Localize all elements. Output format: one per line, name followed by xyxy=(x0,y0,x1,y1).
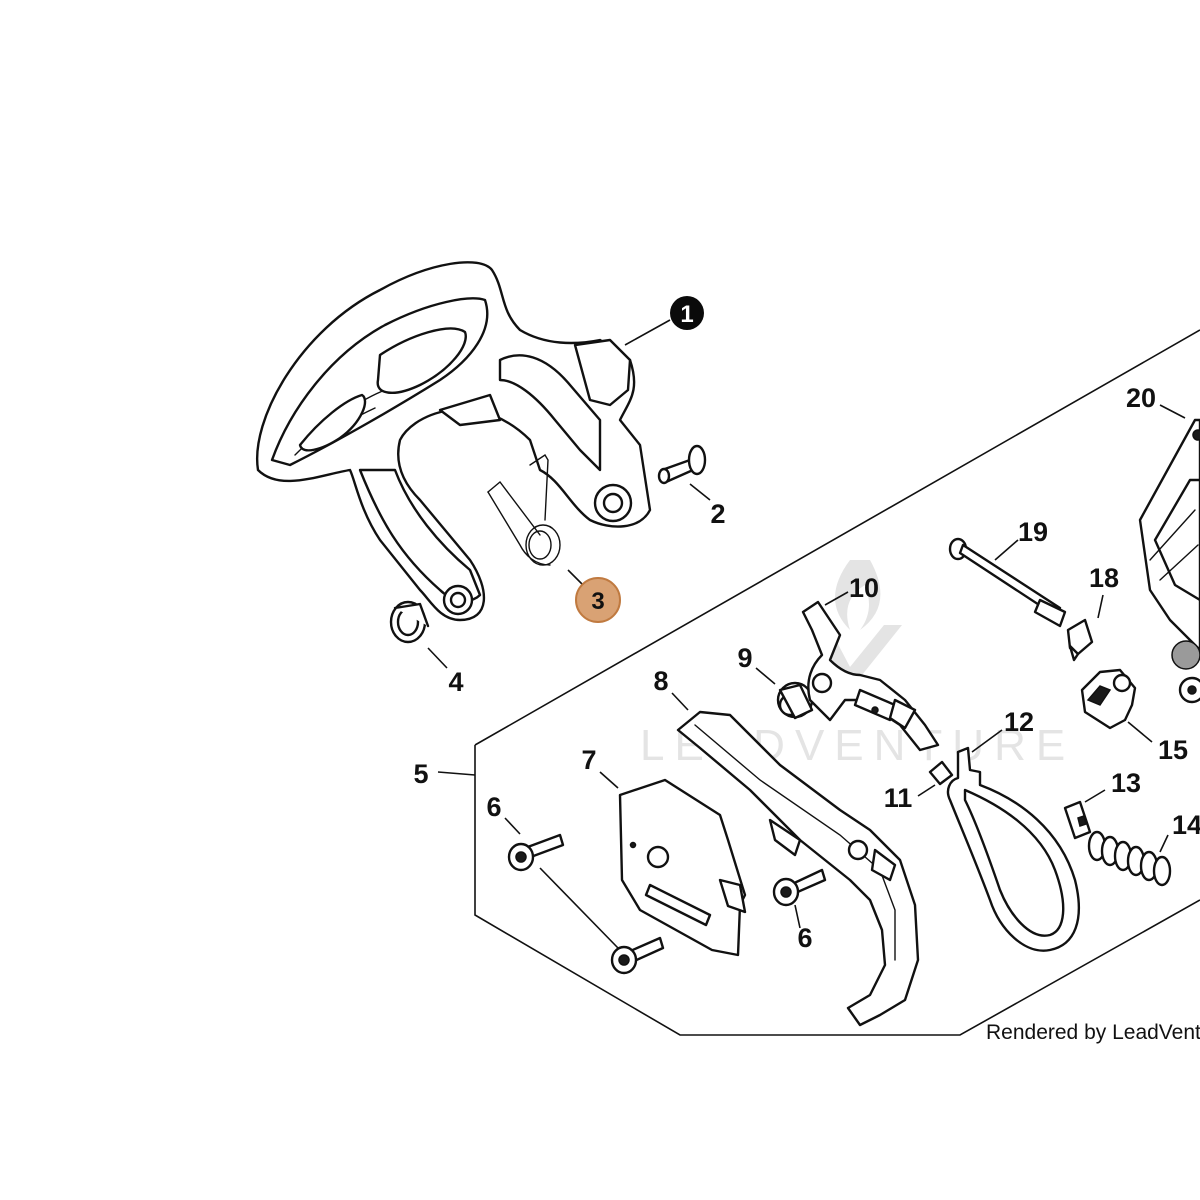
coil-spring-part xyxy=(1087,830,1172,887)
callout-3: 3 xyxy=(575,577,621,623)
callout-15: 15 xyxy=(1158,735,1188,765)
leader-15 xyxy=(1127,721,1153,743)
callout-4: 4 xyxy=(448,667,463,697)
small-pin-part xyxy=(928,760,954,786)
callout-1-disc xyxy=(670,296,704,330)
callout-6-lower: 6 xyxy=(797,923,812,953)
bushing-part xyxy=(389,600,430,644)
brake-band-part xyxy=(946,746,1080,952)
callout-3-highlight xyxy=(575,577,621,623)
leader-5 xyxy=(437,771,476,776)
nut-part xyxy=(1066,618,1094,662)
screw-part-lower xyxy=(610,936,665,975)
callout-5: 5 xyxy=(413,759,428,789)
housing-part xyxy=(1138,418,1200,704)
callout-14: 14 xyxy=(1172,810,1200,840)
callout-12: 12 xyxy=(1004,707,1034,737)
callout-7: 7 xyxy=(581,745,596,775)
footer-credit: Rendered by LeadVenture, xyxy=(986,1021,1200,1044)
callout-13: 13 xyxy=(1111,768,1141,798)
leader-14 xyxy=(1159,834,1169,853)
callout-6-upper: 6 xyxy=(486,792,501,822)
leader-20 xyxy=(1159,404,1186,419)
callout-18: 18 xyxy=(1089,563,1119,593)
callout-2: 2 xyxy=(710,499,725,529)
brake-lever-part xyxy=(801,600,940,752)
callout-20: 20 xyxy=(1126,383,1156,413)
callout-1-label: 1 xyxy=(680,301,693,328)
leader-6a xyxy=(504,817,521,835)
screw-part-middle xyxy=(772,868,827,907)
callout-8: 8 xyxy=(653,666,668,696)
leader-8 xyxy=(671,692,689,711)
leader-7 xyxy=(599,771,619,789)
front-handle xyxy=(255,261,652,622)
callout-1: 1 xyxy=(670,296,704,330)
callout-9: 9 xyxy=(737,643,752,673)
leader-9 xyxy=(755,667,776,685)
guide-part xyxy=(676,710,920,1027)
screw-part-upper xyxy=(507,833,565,872)
callout-3-label: 3 xyxy=(591,588,604,615)
leader-1 xyxy=(624,319,671,346)
leader-18 xyxy=(1097,594,1104,619)
block-part xyxy=(1063,800,1092,840)
spring-part xyxy=(487,454,561,566)
leader-6a-ext xyxy=(539,867,619,949)
leader-6b xyxy=(794,904,801,929)
pin-part xyxy=(657,444,707,485)
leader-10 xyxy=(824,591,849,606)
leader-2 xyxy=(689,483,711,501)
leader-4 xyxy=(427,647,448,669)
plate-part xyxy=(618,778,747,957)
leader-13 xyxy=(1084,789,1106,803)
watermark-flame-icon xyxy=(835,560,881,630)
leader-19 xyxy=(994,539,1019,561)
callout-19: 19 xyxy=(1018,517,1048,547)
leader-12 xyxy=(971,729,1003,753)
long-bolt-part xyxy=(948,537,1067,628)
leader-11 xyxy=(917,784,936,797)
sleeve-part xyxy=(776,681,814,720)
callout-10: 10 xyxy=(849,573,879,603)
group-frame xyxy=(474,329,1200,1036)
callout-11: 11 xyxy=(884,783,913,813)
brake-part-15 xyxy=(1080,668,1137,730)
